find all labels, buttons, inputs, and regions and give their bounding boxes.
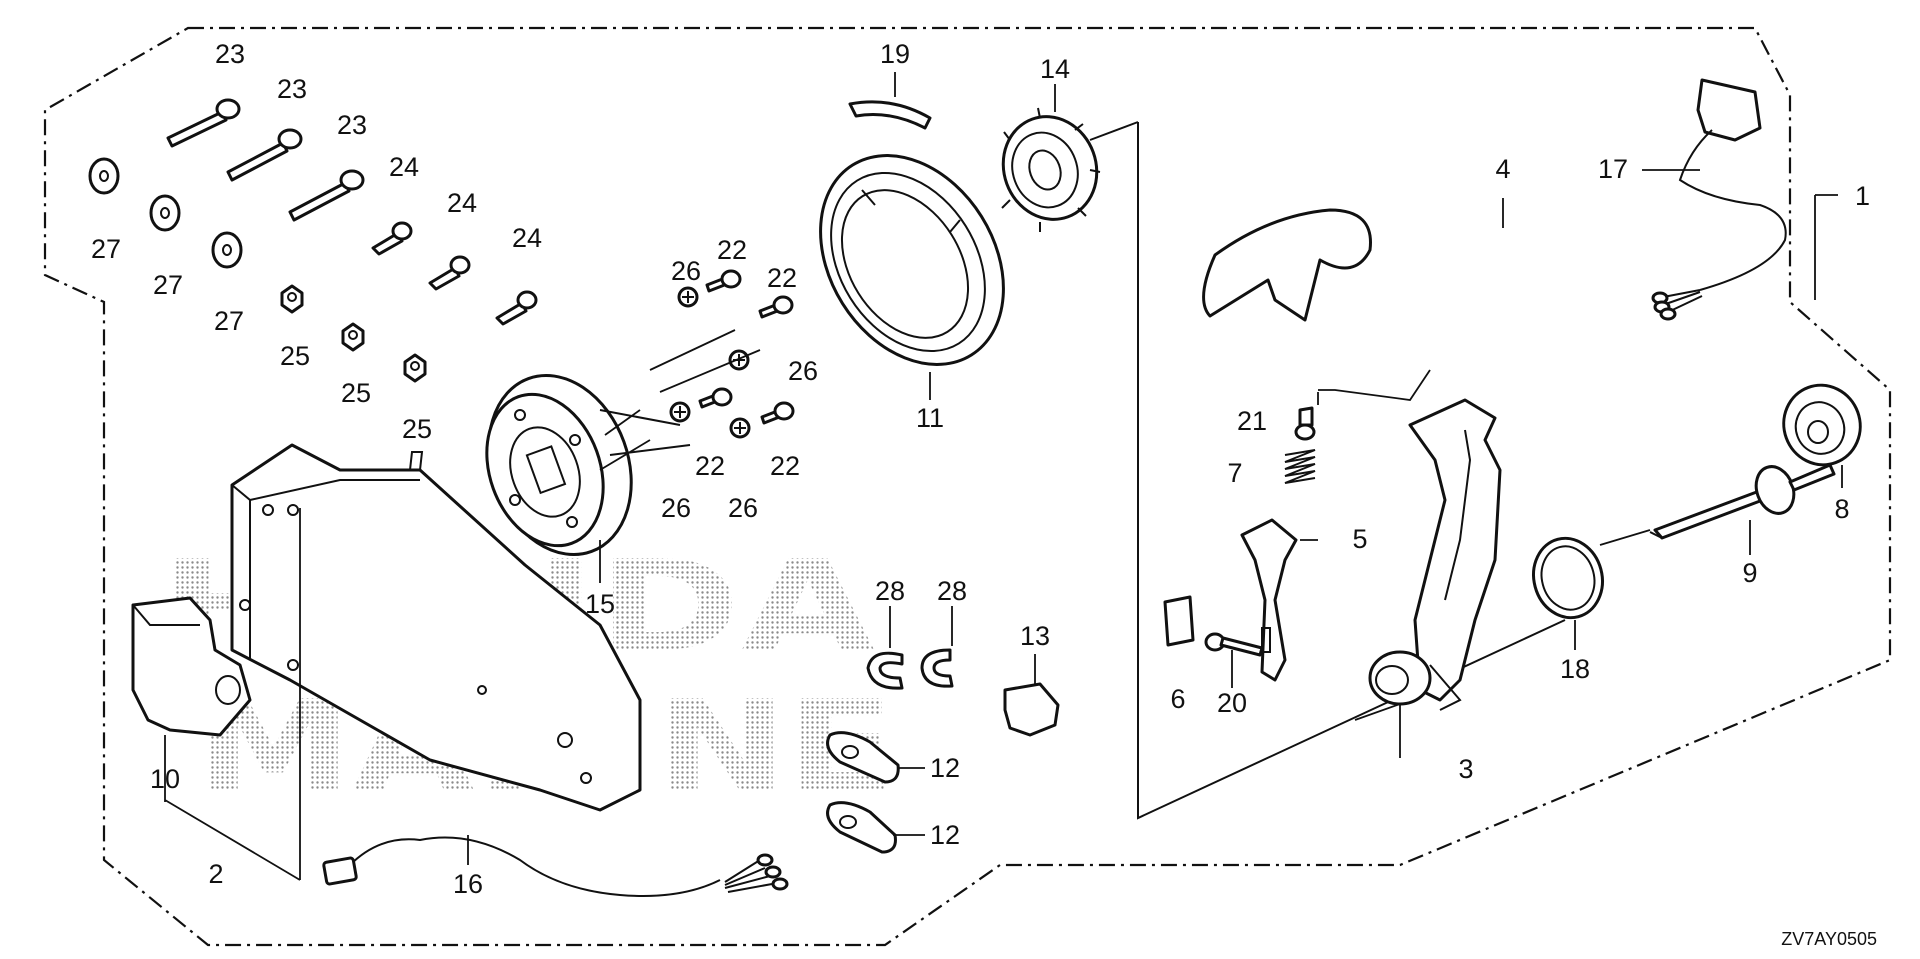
screw-22-d <box>760 401 795 425</box>
block-part-13 <box>1003 682 1060 737</box>
o-ring-part-18 <box>1532 536 1604 620</box>
callout-26-b: 26 <box>788 356 818 386</box>
e-clip-28-b <box>920 648 954 688</box>
spring-part-7 <box>1284 449 1316 484</box>
washer-26-d <box>729 417 751 439</box>
callout-2: 2 <box>208 859 223 889</box>
callout-19: 19 <box>880 39 910 69</box>
cover-part-4 <box>1202 208 1372 322</box>
link-part-5 <box>1240 518 1298 682</box>
screw-22-a <box>705 269 742 293</box>
washer-27-a <box>88 157 120 195</box>
callout-24-a: 24 <box>389 152 419 182</box>
callout-26-c: 26 <box>661 493 691 523</box>
assembly-boundary <box>43 26 1892 947</box>
callout-25-a: 25 <box>280 341 310 371</box>
case-part-2 <box>230 443 642 812</box>
nut-25-a <box>280 284 304 314</box>
callout-24-b: 24 <box>447 188 477 218</box>
callout-25-c: 25 <box>402 414 432 444</box>
nut-25-c <box>403 353 427 383</box>
callout-9: 9 <box>1742 558 1757 588</box>
screw-24-a <box>371 221 413 256</box>
callout-23-a: 23 <box>215 39 245 69</box>
callout-27-b: 27 <box>153 270 183 300</box>
flange-part-15 <box>485 373 691 557</box>
callout-18: 18 <box>1560 654 1590 684</box>
plate-12-a <box>826 731 900 784</box>
callout-3: 3 <box>1458 754 1473 784</box>
callout-26-d: 26 <box>728 493 758 523</box>
bolt-23-a <box>166 98 241 148</box>
ring-part-11 <box>819 154 1005 366</box>
washer-26-a <box>677 286 699 308</box>
callouts: 1 2 3 4 5 6 7 8 9 10 11 12 12 13 14 15 1… <box>91 39 1870 899</box>
callout-22-a: 22 <box>717 235 747 265</box>
nut-25-b <box>341 322 365 352</box>
washer-27-b <box>149 194 181 232</box>
callout-26-a: 26 <box>671 256 701 286</box>
callout-27-a: 27 <box>91 234 121 264</box>
clip-part-19 <box>848 100 932 130</box>
callout-14: 14 <box>1040 54 1070 84</box>
callout-4: 4 <box>1495 154 1510 184</box>
washer-27-c <box>211 231 243 269</box>
callout-1: 1 <box>1855 181 1870 211</box>
screw-24-b <box>428 255 471 291</box>
washer-26-c <box>669 401 691 423</box>
callout-27-c: 27 <box>214 306 244 336</box>
callout-24-c: 24 <box>512 223 542 253</box>
callout-22-b: 22 <box>767 263 797 293</box>
callout-23-c: 23 <box>337 110 367 140</box>
callout-5: 5 <box>1352 524 1367 554</box>
callout-22-d: 22 <box>770 451 800 481</box>
callout-7: 7 <box>1227 458 1242 488</box>
lever-part-3 <box>1368 398 1502 711</box>
callout-25-b: 25 <box>341 378 371 408</box>
screw-24-c <box>495 290 538 326</box>
callout-17: 17 <box>1598 154 1628 184</box>
callout-21: 21 <box>1237 406 1267 436</box>
callout-28-b: 28 <box>937 576 967 606</box>
washer-26-b <box>728 349 750 371</box>
callout-12-b: 12 <box>930 820 960 850</box>
plate-12-b <box>826 801 897 854</box>
screw-part-21 <box>1294 406 1316 441</box>
callout-12-a: 12 <box>930 753 960 783</box>
callout-28-a: 28 <box>875 576 905 606</box>
wire-harness-part-16 <box>322 836 789 897</box>
callout-22-c: 22 <box>695 451 725 481</box>
cover-part-10 <box>131 596 252 737</box>
block-part-6 <box>1163 595 1195 647</box>
switch-part-17 <box>1651 78 1787 321</box>
callout-11: 11 <box>916 403 944 433</box>
gear-part-14 <box>1001 107 1101 232</box>
callout-13: 13 <box>1020 621 1050 651</box>
e-clip-28-a <box>866 651 904 690</box>
bolt-23-b <box>226 128 303 182</box>
callout-15: 15 <box>585 589 615 619</box>
screw-part-20 <box>1204 632 1264 657</box>
shaft-part-9 <box>1649 463 1836 540</box>
callout-20: 20 <box>1217 688 1247 718</box>
callout-10: 10 <box>150 764 180 794</box>
screw-22-b <box>758 295 794 319</box>
cap-part-8 <box>1782 383 1862 467</box>
drawing-code: ZV7AY0505 <box>1781 929 1877 949</box>
callout-8: 8 <box>1834 494 1849 524</box>
bolt-23-c <box>288 169 365 222</box>
callout-23-b: 23 <box>277 74 307 104</box>
callout-16: 16 <box>453 869 483 899</box>
callout-6: 6 <box>1170 684 1185 714</box>
screw-22-c <box>698 387 733 409</box>
